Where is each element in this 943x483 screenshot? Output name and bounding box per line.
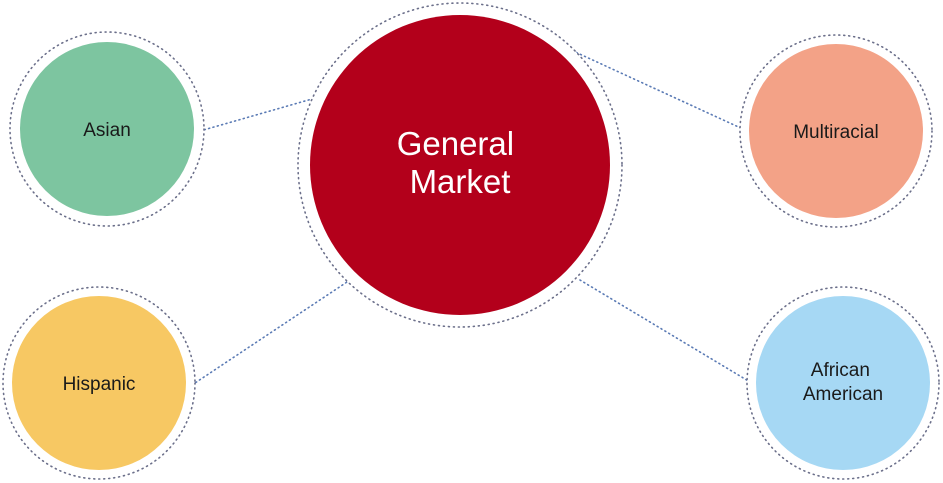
node-hispanic: Hispanic [2,286,196,480]
connector-hispanic [191,279,351,386]
connector-african-american [579,279,751,383]
node-asian-label: Asian [83,120,131,141]
node-asian-circle [20,42,194,216]
node-asian: Asian [9,31,205,227]
node-asian-label-line-1: Asian [83,120,131,141]
node-multiracial-label-line-1: Multiracial [793,122,879,143]
center-node-general-market: General Market [297,2,623,328]
node-african-american-circle [756,296,930,470]
center-node-label-line-1: General [397,125,514,162]
connector-asian [199,98,313,132]
node-multiracial: Multiracial [739,34,933,228]
node-hispanic-label: Hispanic [63,374,136,395]
node-hispanic-circle [12,296,186,470]
node-multiracial-circle [749,44,923,218]
node-multiracial-label: Multiracial [793,122,879,143]
node-hispanic-label-line-1: Hispanic [63,374,136,395]
node-african-american-label-line-1: African [811,360,870,381]
center-node-label: General Market [397,125,524,200]
node-african-american-label: African American [803,360,883,405]
node-african-american: African American [746,286,940,480]
node-african-american-label-line-2: American [803,384,883,405]
center-node-circle [310,15,610,315]
center-node-label-line-2: Market [410,163,511,200]
